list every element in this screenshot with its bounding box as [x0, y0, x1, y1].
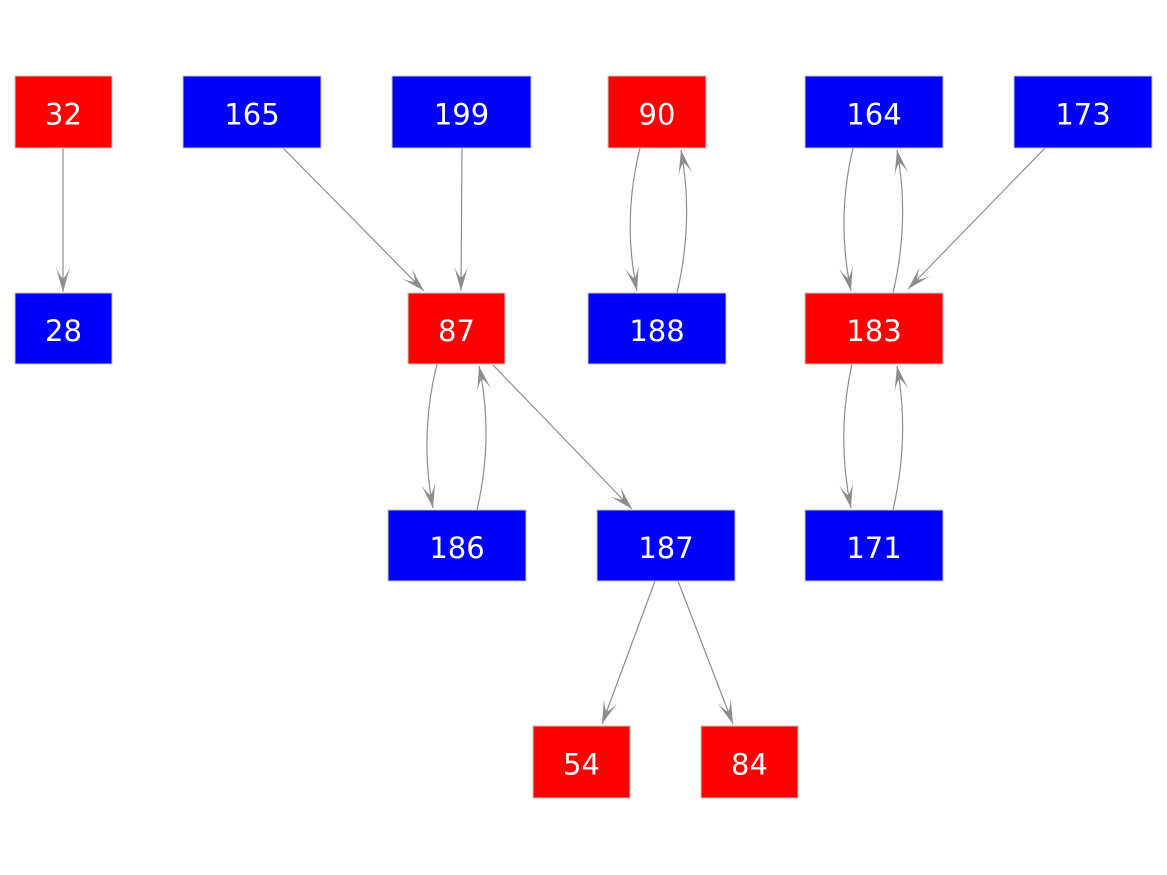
- node-box: [407, 292, 506, 365]
- node-box: [182, 75, 322, 149]
- edge-164-183: [839, 147, 854, 292]
- node-box: [804, 75, 944, 149]
- node-187: 187: [596, 509, 736, 582]
- node-box: [804, 292, 944, 365]
- edge-87-186: [421, 363, 438, 509]
- node-box: [587, 292, 727, 365]
- edge-90-188: [625, 147, 641, 292]
- edge-173-183: [907, 147, 1046, 290]
- node-box: [532, 725, 631, 799]
- node-label: 171: [846, 531, 901, 565]
- node-164: 164: [804, 75, 944, 149]
- edge-186-87: [476, 365, 491, 511]
- node-label: 173: [1055, 97, 1110, 131]
- node-box: [387, 509, 527, 582]
- node-label: 165: [224, 97, 279, 131]
- node-box: [391, 75, 532, 149]
- node-label: 199: [434, 97, 489, 131]
- edge-87-187: [492, 364, 633, 510]
- node-box: [14, 292, 113, 365]
- node-199: 199: [391, 75, 532, 149]
- node-173: 173: [1013, 75, 1153, 149]
- node-label: 87: [438, 314, 475, 348]
- edge-171-183: [892, 365, 909, 511]
- node-layer: 32 165 199 90 164 173 28 87 188 183 186 187 171 54 84: [14, 75, 1153, 799]
- node-183: 183: [804, 292, 944, 365]
- node-label: 164: [846, 97, 901, 131]
- node-label: 54: [563, 747, 600, 781]
- node-box: [700, 725, 799, 799]
- node-188: 188: [587, 292, 727, 365]
- edge-183-171: [839, 363, 853, 509]
- node-label: 186: [429, 531, 484, 565]
- node-label: 28: [45, 314, 82, 348]
- node-box: [1013, 75, 1153, 149]
- node-box: [804, 509, 944, 582]
- edge-187-54: [601, 580, 656, 725]
- node-box: [14, 75, 113, 149]
- node-171: 171: [804, 509, 944, 582]
- edge-188-90: [676, 149, 693, 294]
- node-165: 165: [182, 75, 322, 149]
- node-84: 84: [700, 725, 799, 799]
- edge-187-84: [677, 580, 734, 725]
- node-label: 187: [638, 531, 693, 565]
- node-87: 87: [407, 292, 506, 365]
- node-54: 54: [532, 725, 631, 799]
- node-label: 183: [846, 314, 901, 348]
- node-90: 90: [607, 75, 707, 149]
- node-label: 90: [639, 97, 676, 131]
- edge-165-87: [282, 147, 425, 292]
- node-box: [596, 509, 736, 582]
- edge-layer: [56, 147, 1046, 725]
- node-label: 32: [45, 97, 82, 131]
- node-box: [607, 75, 707, 149]
- node-label: 84: [731, 747, 768, 781]
- edge-183-164: [892, 149, 909, 294]
- node-32: 32: [14, 75, 113, 149]
- edge-199-87: [454, 147, 469, 292]
- node-186: 186: [387, 509, 527, 582]
- node-label: 188: [629, 314, 684, 348]
- node-28: 28: [14, 292, 113, 365]
